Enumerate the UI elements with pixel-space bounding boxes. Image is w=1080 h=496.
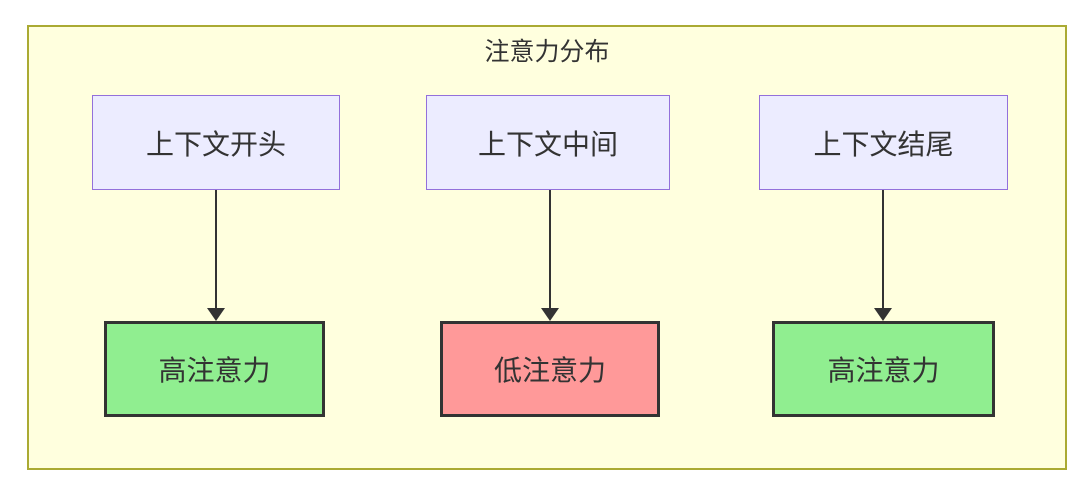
node-context-start: 上下文开头 [92, 95, 340, 190]
arrow-line [215, 190, 217, 310]
arrow-down-icon [541, 308, 559, 321]
arrow-line [882, 190, 884, 310]
node-context-end: 上下文结尾 [759, 95, 1008, 190]
diagram-title: 注意力分布 [484, 38, 610, 66]
node-low-attention-middle: 低注意力 [440, 321, 660, 417]
node-high-attention-end: 高注意力 [772, 321, 995, 417]
node-high-attention-start: 高注意力 [104, 321, 325, 417]
arrow-down-icon [874, 308, 892, 321]
attention-distribution-subgraph: 注意力分布 上下文开头 高注意力 上下文中间 低注意力 上下文结尾 高注意力 [27, 25, 1067, 470]
node-context-middle: 上下文中间 [426, 95, 670, 190]
arrow-down-icon [207, 308, 225, 321]
arrow-line [549, 190, 551, 310]
